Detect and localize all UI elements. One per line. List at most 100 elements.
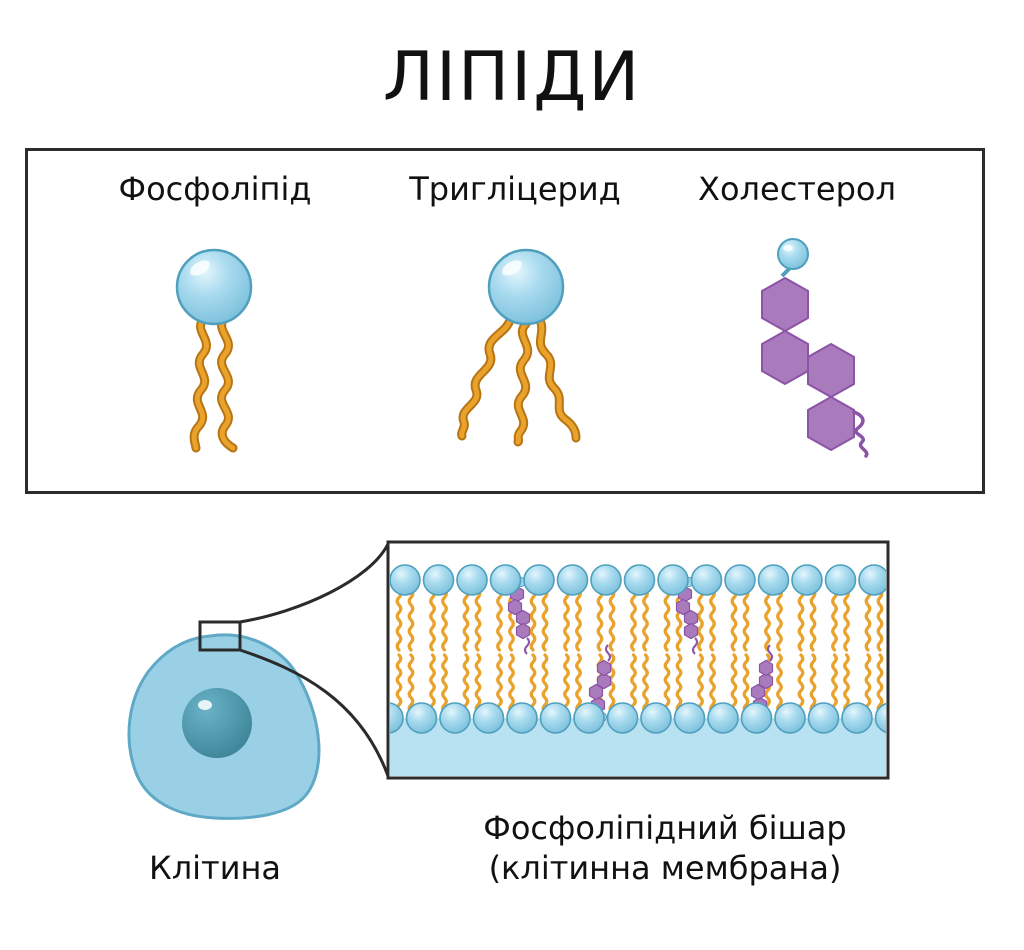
lipid-head [456, 564, 488, 596]
lipid-tail [541, 588, 549, 652]
lipid-tail [575, 653, 582, 714]
zoom-region-marker [198, 620, 242, 652]
lipid-tail [809, 588, 817, 652]
lipid-tail [730, 653, 738, 714]
lipid-head [740, 702, 773, 734]
lipid-tail [776, 588, 783, 652]
lipid-head [858, 564, 886, 596]
lipid-tail [843, 653, 850, 714]
cholesterol-label: Холестерол [698, 170, 896, 208]
cholesterol-tail [692, 637, 698, 655]
triglyceride-label: Тригліцерид [409, 170, 621, 208]
lipid-head [893, 565, 923, 595]
lipid-tail [441, 588, 448, 652]
cell-illustration [127, 620, 321, 820]
lipid-tail [529, 653, 537, 714]
lipid-tail [474, 653, 482, 714]
lipid-head [523, 564, 555, 596]
lipid-head [724, 564, 756, 596]
lipid-head [623, 564, 656, 596]
lipid-head [791, 564, 823, 596]
lipid-head [390, 564, 421, 596]
cholesterol-ring [758, 672, 774, 690]
lipid-tail [663, 653, 671, 714]
zoom-line-bottom [239, 648, 390, 777]
lipid-head [807, 702, 840, 734]
lipid-tail [675, 588, 683, 652]
lipid-head [707, 702, 739, 734]
lipid-tail [407, 653, 415, 714]
lipid-tail [642, 588, 649, 652]
lipid-tail [809, 653, 817, 714]
lipid-tail [462, 653, 470, 714]
lipid-head [506, 702, 538, 734]
cholesterol-ring [675, 598, 691, 616]
lipid-tail [630, 588, 637, 652]
lipid-head [841, 702, 873, 734]
cholesterol-icon [761, 238, 869, 458]
lipid-head [489, 564, 522, 596]
lipid-tail [709, 653, 716, 714]
cell-label: Клітина [148, 849, 282, 887]
bilayer-label-line2: (клітинна мембрана) [488, 849, 842, 887]
lipid-head [556, 564, 589, 596]
lipid-tail [496, 588, 503, 652]
lipid-tail [797, 653, 805, 714]
lipid-tail [441, 653, 448, 714]
lipid-tail [864, 588, 872, 652]
lipid-head [690, 564, 723, 596]
cholesterol-tail [605, 644, 611, 662]
lipid-head [390, 702, 404, 734]
lipid-tail [630, 653, 637, 714]
lipid-tail [563, 588, 570, 652]
lipid-tail [596, 588, 604, 652]
lipid-head [673, 702, 706, 734]
lipid-head [606, 702, 639, 734]
lipid-tail [797, 588, 805, 652]
lipid-tail [508, 588, 515, 652]
lipid-tail [496, 653, 503, 714]
lipid-tail [912, 590, 916, 650]
lipid-head [757, 564, 790, 596]
cholesterol-ring [515, 622, 531, 640]
lipid-tail [876, 653, 884, 714]
cholesterol-ring [683, 622, 699, 640]
lipid-tail [407, 588, 415, 652]
lipid-head [539, 702, 572, 734]
lipid-head [824, 564, 857, 596]
lipid-tail [541, 653, 549, 714]
lipid-tail [843, 588, 850, 652]
lipid-tail [776, 653, 783, 714]
lipid-head [590, 564, 622, 596]
lipid-head [774, 702, 806, 734]
lipid-tail [462, 588, 470, 652]
triglyceride-icon [457, 248, 581, 447]
lipid-tail [900, 590, 904, 650]
lipid-tail [429, 653, 436, 714]
lipid-tail [474, 588, 482, 652]
lipid-tail [508, 653, 515, 714]
lipid-tail [642, 653, 649, 714]
lipid-head [472, 702, 505, 734]
bilayer-frame [386, 540, 890, 780]
lipid-tail [697, 588, 704, 652]
lipid-head [874, 702, 886, 734]
lipid-tail [730, 588, 738, 652]
page-title: ЛІПІДИ [382, 38, 642, 117]
cholesterol-ring [596, 672, 612, 690]
lipid-tail [742, 653, 750, 714]
lipid-tail [709, 588, 716, 652]
lipid-tail [876, 588, 884, 652]
lipid-head [439, 702, 471, 734]
lipid-head [657, 564, 689, 596]
lipid-tail [575, 588, 582, 652]
lipid-tail [831, 653, 838, 714]
cholesterol-ring [507, 598, 523, 616]
phospholipid-bilayer [390, 544, 923, 776]
lipid-tail [675, 653, 683, 714]
lipid-tail [742, 588, 750, 652]
lipid-head [573, 702, 605, 734]
phospholipid-icon [175, 248, 253, 453]
lipid-tail [608, 588, 616, 652]
cholesterol-tail [524, 637, 530, 655]
